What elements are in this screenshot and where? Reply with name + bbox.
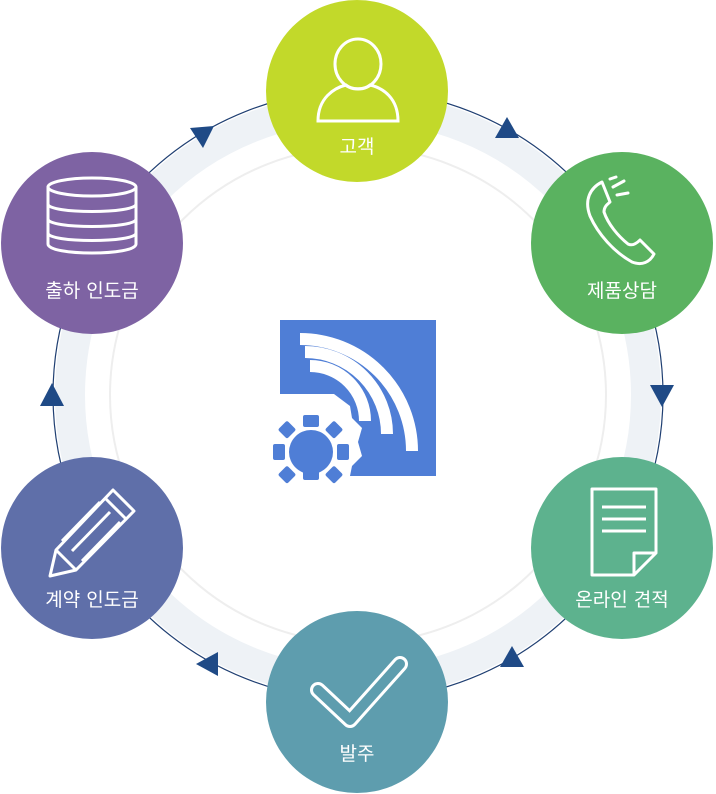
step-online-quote: 온라인 견적: [531, 457, 713, 639]
step-label-online-quote: 온라인 견적: [575, 589, 668, 611]
arrow-shipment-to-customer: [190, 126, 214, 148]
step-order: 발주: [266, 611, 448, 793]
pencil-icon: [48, 488, 136, 578]
arrow-order-to-contract: [196, 652, 218, 676]
step-label-customer: 고객: [340, 136, 375, 158]
arrow-consult-to-quote: [650, 385, 674, 407]
checkmark-icon: [310, 656, 408, 728]
database-icon: [46, 176, 138, 255]
step-customer: 고객: [266, 0, 448, 182]
person-icon: [316, 37, 400, 123]
step-product-consultation: 제품상담: [531, 152, 713, 334]
step-contract-payment: 계약 인도금: [1, 457, 183, 639]
phone-icon: [586, 175, 656, 266]
arrow-customer-to-consult: [495, 117, 519, 138]
step-shipment-payment: 출하 인도금: [1, 152, 183, 334]
rss-gear-logo-icon: [273, 320, 436, 484]
step-label-contract-payment: 계약 인도금: [45, 589, 138, 611]
step-label-product-consultation: 제품상담: [587, 280, 657, 302]
document-icon: [590, 487, 658, 577]
arrow-contract-to-shipment: [40, 383, 64, 406]
step-label-shipment-payment: 출하 인도금: [45, 280, 138, 302]
arrow-quote-to-order: [500, 646, 524, 667]
step-label-order: 발주: [340, 743, 375, 765]
